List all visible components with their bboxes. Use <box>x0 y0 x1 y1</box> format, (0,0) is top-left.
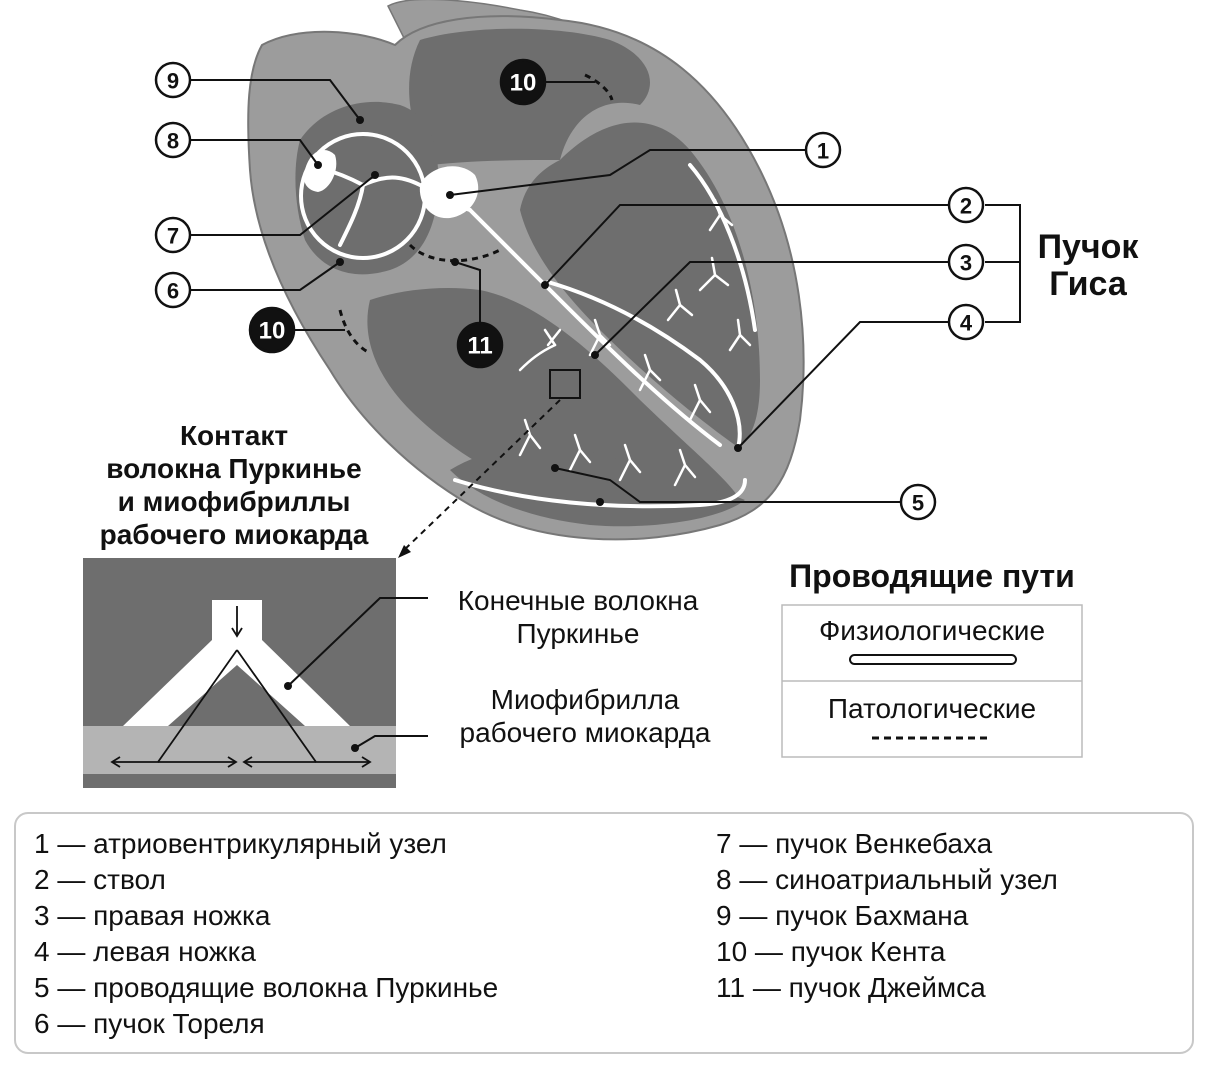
svg-text:8: 8 <box>167 129 179 154</box>
contact-marker-box <box>549 369 581 399</box>
svg-text:1: 1 <box>817 139 829 164</box>
svg-text:6: 6 <box>167 279 179 304</box>
legend-item-10: 10 — пучок Кента <box>716 936 946 967</box>
legend-item-6: 6 — пучок Тореля <box>34 1008 265 1039</box>
callout-1: 1 <box>804 131 842 169</box>
left-outer-fiber <box>688 163 757 332</box>
svg-text:рабочего миокарда: рабочего миокарда <box>100 519 369 550</box>
legend-item-1: 1 — атриовентрикулярный узел <box>34 828 447 859</box>
svg-text:10: 10 <box>259 318 286 345</box>
svg-text:5: 5 <box>912 491 924 516</box>
inset-labels: Конечные волокна Пуркинье Миофибрилла ра… <box>458 585 711 748</box>
svg-text:Миофибрилла: Миофибрилла <box>491 684 680 715</box>
physiological-label: Физиологические <box>819 615 1045 646</box>
callout-7: 7 <box>154 216 192 254</box>
kent-bundle-path-lower <box>338 309 369 354</box>
svg-text:9: 9 <box>167 69 179 94</box>
svg-text:Конечные волокна: Конечные волокна <box>458 585 699 616</box>
right-bundle-branch <box>543 283 722 447</box>
av-connection <box>438 198 472 212</box>
leader-dots <box>314 116 742 506</box>
heart-conduction-diagram: 1 2 3 4 5 6 7 8 9 10 10 11 Пучок Гиса Ко… <box>83 0 1140 788</box>
his-trunk <box>468 208 547 287</box>
callout-10-lower: 10 <box>248 306 296 354</box>
leader-lines <box>190 79 1021 558</box>
pathways-title: Проводящие пути <box>789 558 1075 594</box>
callout-2: 2 <box>947 186 985 224</box>
svg-text:и миофибриллы: и миофибриллы <box>118 486 351 517</box>
legend-item-7: 7 — пучок Венкебаха <box>716 828 993 859</box>
pathways-key: Проводящие пути Физиологические Патологи… <box>781 558 1083 758</box>
physiological-line-sample <box>849 654 1017 665</box>
callout-5: 5 <box>899 483 937 521</box>
purkinje-rim <box>453 478 747 509</box>
inset-arrows <box>110 606 372 768</box>
svg-text:волокна Пуркинье: волокна Пуркинье <box>106 453 361 484</box>
left-bundle-branch <box>546 280 742 450</box>
callout-8: 8 <box>154 121 192 159</box>
legend-right-column: 7 — пучок Венкебаха 8 — синоатриальный у… <box>716 826 1058 1006</box>
svg-text:4: 4 <box>960 311 973 336</box>
pathological-label: Патологические <box>828 693 1036 724</box>
contact-title: Контакт волокна Пуркинье и миофибриллы р… <box>100 420 369 550</box>
callout-10-upper: 10 <box>499 58 547 106</box>
contact-inset <box>83 558 428 788</box>
callout-11: 11 <box>456 321 504 369</box>
callouts: 1 2 3 4 5 6 7 8 9 10 10 11 <box>154 58 985 521</box>
callout-9: 9 <box>154 61 192 99</box>
legend-item-3: 3 — правая ножка <box>34 900 271 931</box>
james-bundle-path <box>408 243 501 263</box>
inset-purkinje-fiber <box>123 600 350 726</box>
svg-text:3: 3 <box>960 251 972 276</box>
svg-text:2: 2 <box>960 194 972 219</box>
legend-box: 1 — атриовентрикулярный узел 2 — ствол 3… <box>14 812 1194 1054</box>
inset-myofibril <box>83 726 396 774</box>
svg-text:11: 11 <box>467 333 492 360</box>
his-bundle-label: Пучок Гиса <box>1038 228 1140 303</box>
legend-left-column: 1 — атриовентрикулярный узел 2 — ствол 3… <box>34 826 498 1042</box>
svg-text:Пучок: Пучок <box>1038 228 1140 266</box>
svg-text:рабочего миокарда: рабочего миокарда <box>460 717 711 748</box>
pathological-paths <box>338 73 614 354</box>
legend-item-11: 11 — пучок Джеймса <box>716 972 986 1003</box>
callout-4: 4 <box>947 303 985 341</box>
sa-node <box>303 150 337 192</box>
svg-text:Контакт: Контакт <box>180 420 288 451</box>
svg-text:7: 7 <box>167 224 179 249</box>
svg-text:Гиса: Гиса <box>1049 265 1128 303</box>
callout-6: 6 <box>154 271 192 309</box>
legend-item-4: 4 — левая ножка <box>34 936 257 967</box>
legend-item-9: 9 — пучок Бахмана <box>716 900 969 931</box>
legend-item-2: 2 — ствол <box>34 864 166 895</box>
legend-item-8: 8 — синоатриальный узел <box>716 864 1058 895</box>
thorel-pathway <box>338 183 365 247</box>
svg-text:Пуркинье: Пуркинье <box>517 618 640 649</box>
kent-bundle-path-upper <box>584 73 614 101</box>
legend-item-5: 5 — проводящие волокна Пуркинье <box>34 972 499 1003</box>
callout-3: 3 <box>947 243 985 281</box>
left-ventricle <box>520 122 760 446</box>
svg-text:10: 10 <box>510 70 537 97</box>
